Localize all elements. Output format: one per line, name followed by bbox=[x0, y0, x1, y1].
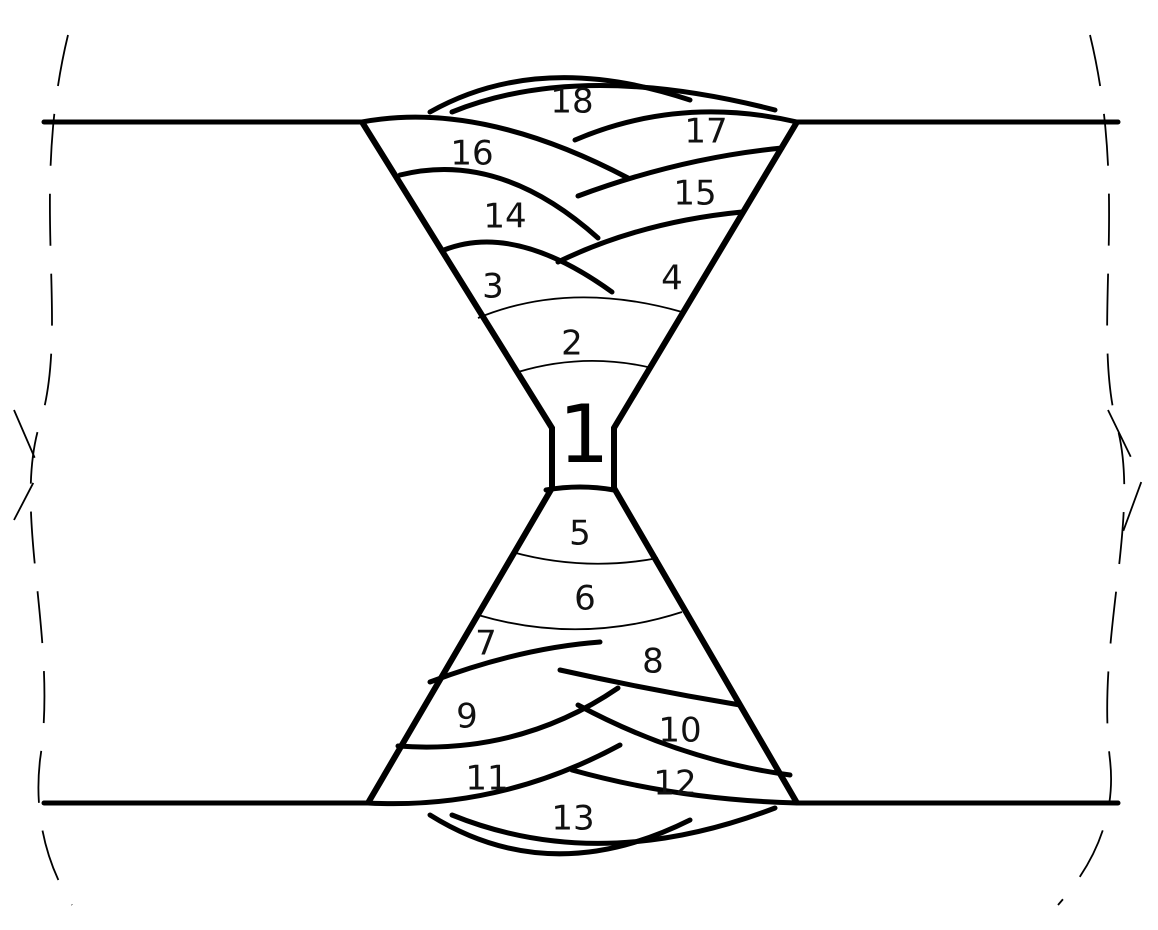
bead-boundary-9 bbox=[395, 685, 621, 750]
pass-1-top-boundary bbox=[517, 360, 653, 373]
lower-bead-boundaries bbox=[365, 639, 800, 857]
pass-label-12: 12 bbox=[653, 764, 696, 804]
bead-boundary-15 bbox=[575, 145, 785, 199]
groove-outline-left bbox=[359, 120, 555, 805]
bead-boundary-4 bbox=[555, 209, 745, 265]
pass-label-14: 14 bbox=[483, 197, 526, 237]
pass-label-2: 2 bbox=[561, 324, 583, 364]
pass-label-4: 4 bbox=[661, 259, 683, 299]
break-lines bbox=[13, 34, 1143, 906]
pass-1-root-bottom bbox=[543, 484, 617, 493]
pass-label-9: 9 bbox=[456, 697, 478, 737]
bead-boundary-13-right bbox=[449, 805, 778, 846]
pass-label-7: 7 bbox=[475, 624, 497, 664]
pass-labels: 1 2 3 4 5 6 7 8 9 10 11 12 13 14 15 16 1… bbox=[450, 82, 727, 839]
bead-boundary-18-right bbox=[449, 83, 778, 115]
pass-6-bottom-boundary bbox=[477, 611, 683, 631]
bead-boundary-16 bbox=[359, 114, 631, 181]
pass-label-15: 15 bbox=[673, 174, 716, 214]
pass-label-8: 8 bbox=[642, 642, 664, 682]
bead-boundary-10 bbox=[575, 702, 793, 778]
bead-boundary-12 bbox=[569, 767, 800, 806]
groove-outline-right bbox=[611, 120, 800, 805]
left-break-line bbox=[29, 34, 73, 906]
bead-boundary-13-left bbox=[427, 812, 693, 857]
pass-label-6: 6 bbox=[574, 579, 596, 619]
pass-label-13: 13 bbox=[551, 799, 594, 839]
bead-boundary-11 bbox=[365, 742, 623, 807]
pass-5-bottom-boundary bbox=[511, 551, 659, 565]
bead-boundary-17 bbox=[572, 109, 800, 143]
pass-label-17: 17 bbox=[684, 112, 727, 152]
pass-label-11: 11 bbox=[465, 759, 508, 799]
pass-2-top-boundary bbox=[477, 296, 683, 319]
pass-label-18: 18 bbox=[550, 82, 593, 122]
bead-boundary-3 bbox=[441, 239, 615, 295]
pass-label-5: 5 bbox=[569, 514, 591, 554]
pass-label-3: 3 bbox=[482, 267, 504, 307]
pass-label-16: 16 bbox=[450, 134, 493, 174]
right-break-line bbox=[1057, 34, 1126, 906]
bead-boundary-7 bbox=[427, 639, 603, 685]
bead-boundary-14 bbox=[397, 167, 601, 241]
left-break-line-tick bbox=[13, 409, 41, 521]
pass-label-1: 1 bbox=[559, 388, 610, 481]
bead-boundary-8 bbox=[557, 667, 743, 708]
pass-label-10: 10 bbox=[658, 711, 701, 751]
right-break-line-tick bbox=[1107, 409, 1143, 541]
upper-bead-boundaries bbox=[359, 75, 800, 295]
